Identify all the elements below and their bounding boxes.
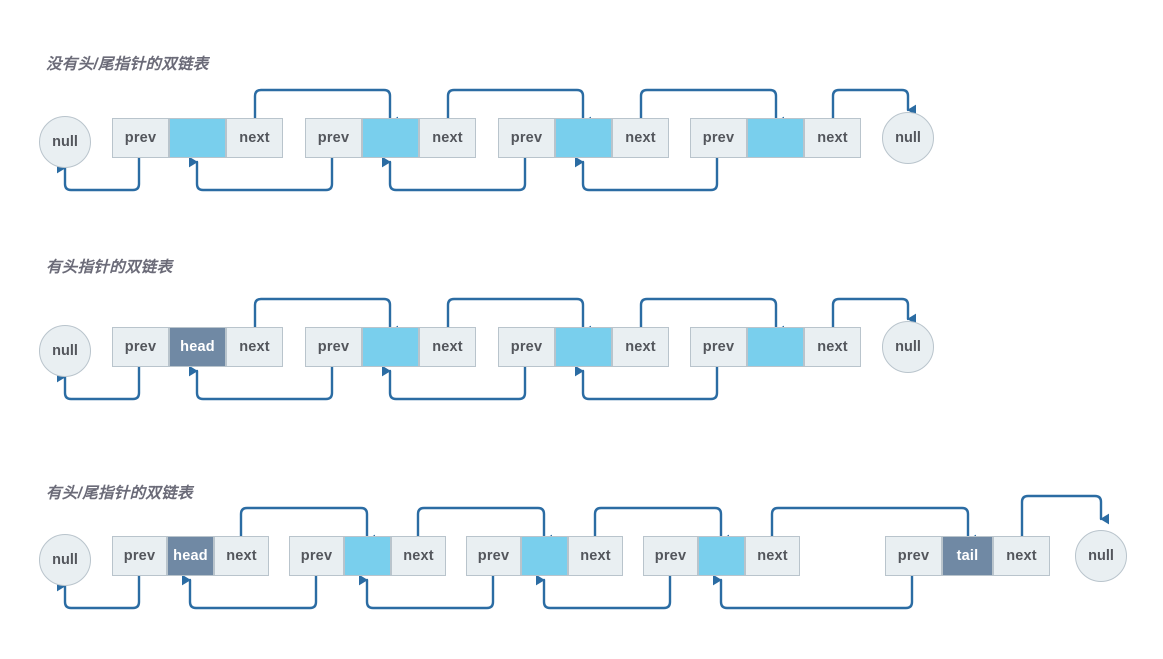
node-head-cell: head <box>167 536 214 576</box>
node-tail-cell: tail <box>942 536 993 576</box>
node-data-cell <box>698 536 745 576</box>
node-next-cell: next <box>419 118 476 158</box>
node-next-cell: next <box>993 536 1050 576</box>
node-prev-cell: prev <box>690 118 747 158</box>
null-node-right-row1: null <box>882 112 934 164</box>
null-node-left-row3: null <box>39 534 91 586</box>
list-node[interactable]: prev next <box>305 118 476 158</box>
node-head-cell: head <box>169 327 226 367</box>
node-prev-cell: prev <box>498 118 555 158</box>
node-next-cell: next <box>568 536 623 576</box>
node-prev-cell: prev <box>112 536 167 576</box>
list-node[interactable]: prev tail next <box>885 536 1050 576</box>
node-prev-cell: prev <box>305 118 362 158</box>
node-next-cell: next <box>612 118 669 158</box>
node-prev-cell: prev <box>112 118 169 158</box>
node-data-cell <box>362 118 419 158</box>
node-next-cell: next <box>391 536 446 576</box>
node-prev-cell: prev <box>498 327 555 367</box>
node-prev-cell: prev <box>289 536 344 576</box>
list-node[interactable]: prev head next <box>112 536 269 576</box>
list-node[interactable]: prev next <box>289 536 446 576</box>
node-data-cell <box>747 327 804 367</box>
list-node[interactable]: prev head next <box>112 327 283 367</box>
node-prev-cell: prev <box>885 536 942 576</box>
node-prev-cell: prev <box>466 536 521 576</box>
node-data-cell <box>555 118 612 158</box>
list-node[interactable]: prev next <box>690 327 861 367</box>
node-next-cell: next <box>804 327 861 367</box>
list-node[interactable]: prev next <box>466 536 623 576</box>
null-node-left-row1: null <box>39 116 91 168</box>
node-data-cell <box>344 536 391 576</box>
node-prev-cell: prev <box>690 327 747 367</box>
node-data-cell <box>555 327 612 367</box>
node-data-cell <box>169 118 226 158</box>
node-data-cell <box>747 118 804 158</box>
node-next-cell: next <box>804 118 861 158</box>
node-next-cell: next <box>226 327 283 367</box>
node-prev-cell: prev <box>305 327 362 367</box>
node-next-cell: next <box>214 536 269 576</box>
node-next-cell: next <box>419 327 476 367</box>
node-next-cell: next <box>226 118 283 158</box>
node-data-cell <box>521 536 568 576</box>
node-next-cell: next <box>612 327 669 367</box>
null-node-right-row2: null <box>882 321 934 373</box>
section-title-head-and-tail: 有头/尾指针的双链表 <box>46 485 193 502</box>
null-node-left-row2: null <box>39 325 91 377</box>
list-node[interactable]: prev next <box>643 536 800 576</box>
section-title-head-only: 有头指针的双链表 <box>46 259 173 276</box>
null-node-right-row3: null <box>1075 530 1127 582</box>
node-prev-cell: prev <box>643 536 698 576</box>
node-next-cell: next <box>745 536 800 576</box>
list-node[interactable]: prev next <box>498 118 669 158</box>
list-node[interactable]: prev next <box>112 118 283 158</box>
list-node[interactable]: prev next <box>690 118 861 158</box>
node-data-cell <box>362 327 419 367</box>
section-title-no-head-tail: 没有头/尾指针的双链表 <box>46 56 209 73</box>
node-prev-cell: prev <box>112 327 169 367</box>
list-node[interactable]: prev next <box>305 327 476 367</box>
list-node[interactable]: prev next <box>498 327 669 367</box>
